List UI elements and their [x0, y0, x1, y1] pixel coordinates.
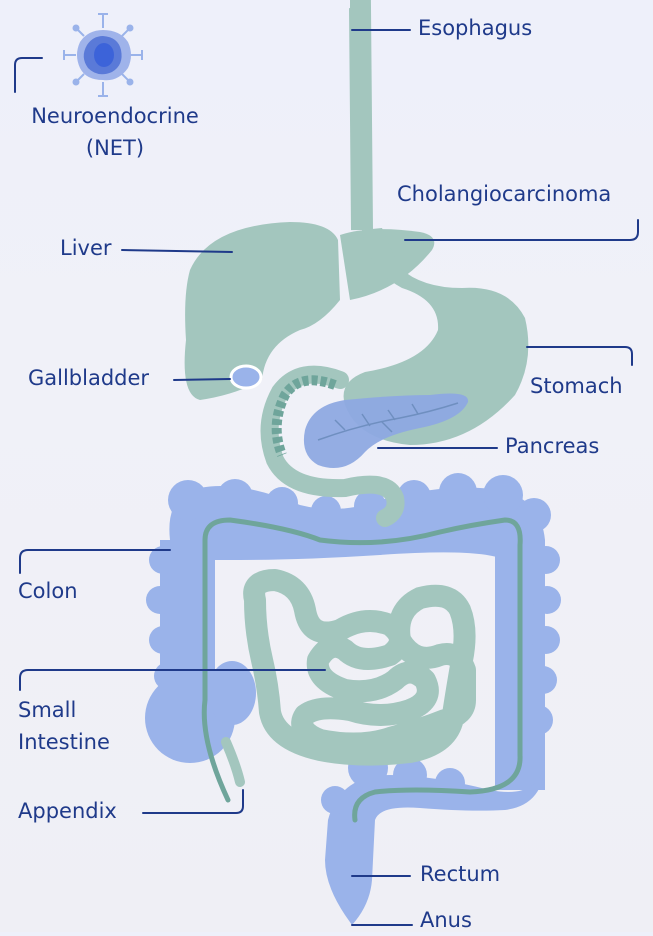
label-stomach: Stomach	[530, 370, 623, 402]
label-neuroendocrine: Neuroendocrine (NET)	[20, 100, 210, 164]
label-small-intestine: Small Intestine	[18, 694, 110, 758]
label-small-intestine-line2: Intestine	[18, 726, 110, 758]
label-liver: Liver	[60, 232, 112, 264]
gallbladder	[231, 366, 261, 388]
label-anus: Anus	[420, 904, 472, 936]
label-cholangiocarcinoma: Cholangiocarcinoma	[397, 178, 611, 210]
label-pancreas: Pancreas	[505, 430, 599, 462]
label-rectum: Rectum	[420, 858, 500, 890]
label-neuroendocrine-line1: Neuroendocrine	[20, 100, 210, 132]
label-appendix: Appendix	[18, 795, 117, 827]
appendix	[226, 742, 240, 782]
small-intestine	[254, 580, 465, 755]
neuroendocrine-cell-icon	[64, 14, 142, 96]
label-esophagus: Esophagus	[418, 12, 532, 44]
esophagus	[350, 8, 362, 230]
label-neuroendocrine-line2: (NET)	[20, 132, 210, 164]
label-small-intestine-line1: Small	[18, 694, 110, 726]
label-gallbladder: Gallbladder	[28, 362, 149, 394]
label-colon: Colon	[18, 575, 78, 607]
